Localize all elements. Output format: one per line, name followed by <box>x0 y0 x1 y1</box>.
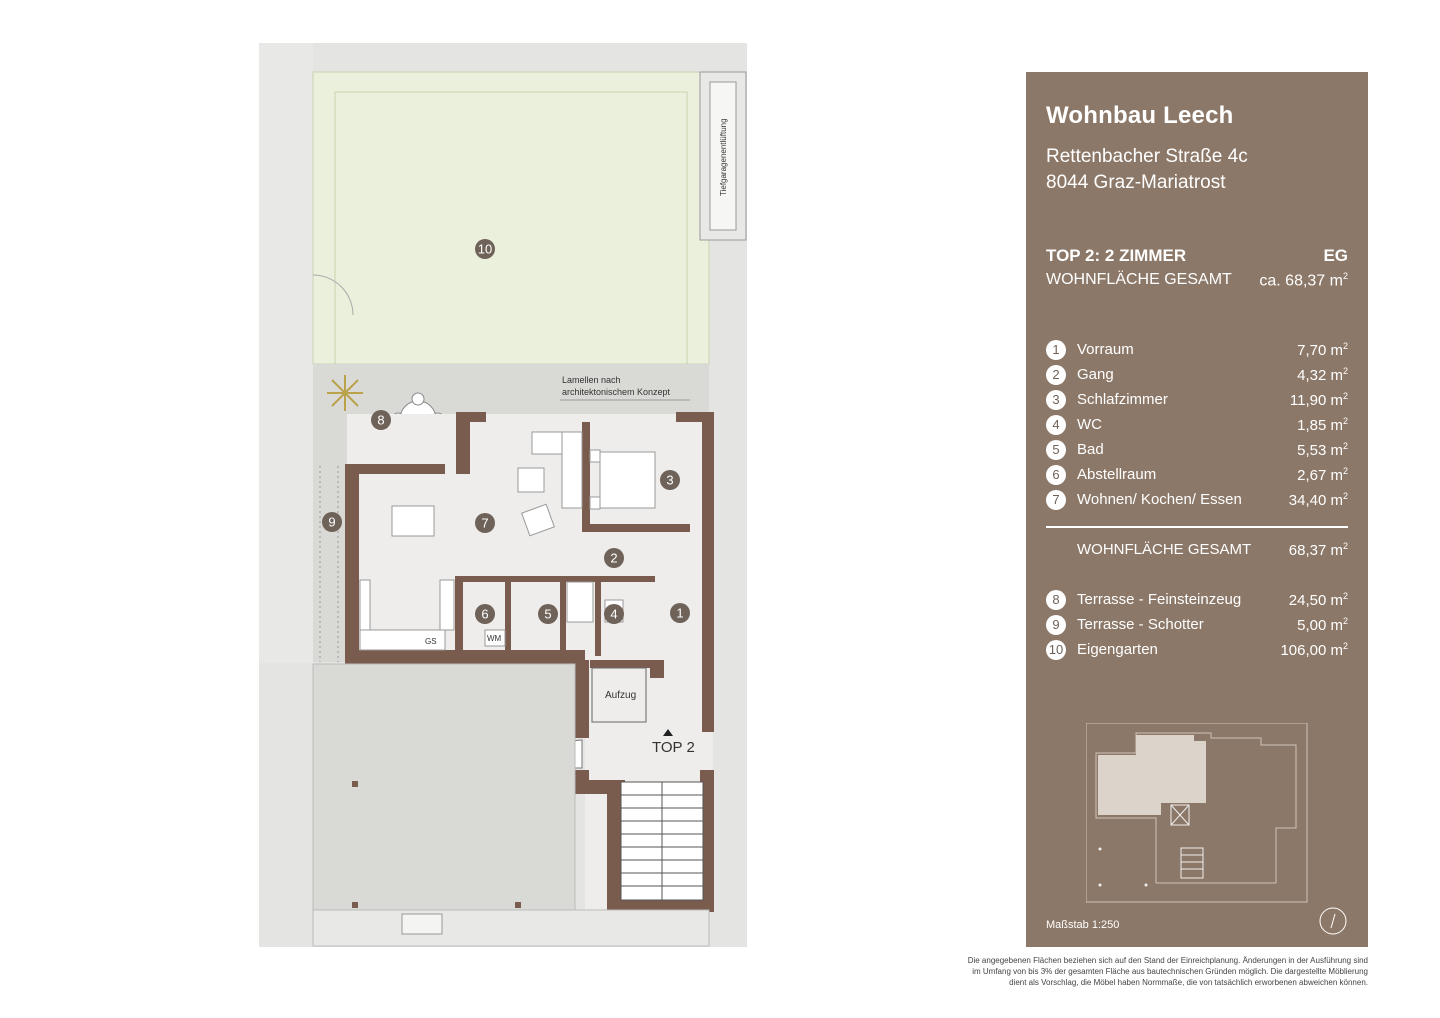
room-number-badge: 10 <box>1046 640 1066 660</box>
room-name: Wohnen/ Kochen/ Essen <box>1077 491 1242 508</box>
room-marker <box>660 470 680 490</box>
address-line-1: Rettenbacher Straße 4c <box>1046 146 1248 167</box>
room-area: 1,85 m2 <box>1297 416 1348 434</box>
room-marker <box>322 512 342 532</box>
room-marker <box>538 604 558 624</box>
room-number-badge: 3 <box>1046 390 1066 410</box>
room-area: 7,70 m2 <box>1297 341 1348 359</box>
room-marker <box>475 513 495 533</box>
apartment-interior <box>347 414 713 662</box>
room-name: Abstellraum <box>1077 466 1157 483</box>
room-marker-number: 7 <box>481 516 488 531</box>
site-key-plan <box>1086 723 1308 903</box>
living-area-label: WOHNFLÄCHE GESAMT <box>1046 271 1232 288</box>
elevator-label: Aufzug <box>605 690 636 701</box>
divider <box>1046 526 1348 528</box>
room-marker-number: 10 <box>478 242 492 257</box>
room-name: Schlafzimmer <box>1077 391 1168 408</box>
room-number-badge: 7 <box>1046 490 1066 510</box>
total-value: 68,37 m2 <box>1288 541 1348 559</box>
room-area: 4,32 m2 <box>1297 366 1348 384</box>
room-area: 34,40 m2 <box>1288 491 1348 509</box>
room-marker <box>670 603 690 623</box>
scale-label: Maßstab 1:250 <box>1046 919 1120 931</box>
unit-heading: TOP 2: 2 ZIMMER <box>1046 246 1187 265</box>
room-name: Terrasse - Feinsteinzeug <box>1077 591 1242 608</box>
north-arrow-icon <box>1319 907 1347 935</box>
rooms-row: 3 Schlafzimmer 11,90 m2 <box>1046 390 1348 412</box>
room-area: 5,00 m2 <box>1297 616 1348 634</box>
room-name: Gang <box>1077 366 1114 383</box>
room-marker-number: 8 <box>377 413 384 428</box>
outdoor-row: 8 Terrasse - Feinsteinzeug 24,50 m2 <box>1046 590 1348 612</box>
rooms-row: 2 Gang 4,32 m2 <box>1046 365 1348 387</box>
furniture <box>359 431 656 651</box>
room-marker <box>604 604 624 624</box>
room-area: 2,67 m2 <box>1297 466 1348 484</box>
staircase <box>620 781 704 901</box>
rooms-row: 4 WC 1,85 m2 <box>1046 415 1348 437</box>
room-marker-number: 2 <box>610 551 617 566</box>
address-line-2: 8044 Graz-Mariatrost <box>1046 172 1226 193</box>
room-name: Terrasse - Schotter <box>1077 616 1204 633</box>
elevator <box>591 667 647 723</box>
room-number-badge: 6 <box>1046 465 1066 485</box>
room-marker-number: 6 <box>481 607 488 622</box>
room-marker-number: 3 <box>666 473 673 488</box>
project-title: Wohnbau Leech <box>1046 102 1234 129</box>
room-name: WC <box>1077 416 1102 433</box>
lamellen-label-2: architektonischem Konzept <box>562 387 671 397</box>
room-area: 11,90 m2 <box>1289 391 1348 409</box>
room-name: Eigengarten <box>1077 641 1158 658</box>
room-number-badge: 8 <box>1046 590 1066 610</box>
walls <box>345 412 714 912</box>
footnote: Die angegebenen Flächen beziehen sich au… <box>967 956 1368 987</box>
living-area-value: ca. 68,37 m2 <box>1259 271 1348 290</box>
total-label: WOHNFLÄCHE GESAMT <box>1077 541 1252 558</box>
room-markers: 1 2 3 4 5 6 7 8 9 10 <box>322 239 690 624</box>
room-marker <box>604 548 624 568</box>
outdoor-row: 10 Eigengarten 106,00 m2 <box>1046 640 1348 662</box>
room-number-badge: 9 <box>1046 615 1066 635</box>
room-name: Bad <box>1077 441 1104 458</box>
room-marker <box>371 410 391 430</box>
garden-area <box>312 71 710 365</box>
outdoor-row: 9 Terrasse - Schotter 5,00 m2 <box>1046 615 1348 637</box>
rooms-row: 1 Vorraum 7,70 m2 <box>1046 340 1348 362</box>
room-number-badge: 4 <box>1046 415 1066 435</box>
room-marker-number: 4 <box>610 607 617 622</box>
floor-plan: Tiefgaragenentlüftung Lamellen nach arch… <box>259 43 747 947</box>
plant-icon <box>327 375 363 411</box>
room-number-badge: 1 <box>1046 340 1066 360</box>
garden-gate <box>312 274 354 316</box>
unit-label: TOP 2 <box>652 739 695 756</box>
room-area: 106,00 m2 <box>1280 641 1348 659</box>
room-marker <box>475 604 495 624</box>
room-marker-number: 9 <box>328 515 335 530</box>
lamellen-label-1: Lamellen nach <box>562 375 621 385</box>
room-area: 5,53 m2 <box>1297 441 1348 459</box>
room-name: Vorraum <box>1077 341 1134 358</box>
rooms-row: 7 Wohnen/ Kochen/ Essen 34,40 m2 <box>1046 490 1348 512</box>
wm-label: WM <box>487 634 502 643</box>
room-marker-number: 1 <box>676 606 683 621</box>
info-panel: Wohnbau Leech Rettenbacher Straße 4c 804… <box>1026 72 1368 947</box>
entrance-marker-icon <box>663 729 673 736</box>
room-number-badge: 2 <box>1046 365 1066 385</box>
room-area: 24,50 m2 <box>1288 591 1348 609</box>
gs-label: GS <box>425 637 437 646</box>
rooms-row: 6 Abstellraum 2,67 m2 <box>1046 465 1348 487</box>
floor-label: EG <box>1323 246 1348 265</box>
shaft-label: Tiefgaragenentlüftung <box>719 118 728 196</box>
room-marker-number: 5 <box>544 607 551 622</box>
room-number-badge: 5 <box>1046 440 1066 460</box>
rooms-row: 5 Bad 5,53 m2 <box>1046 440 1348 462</box>
room-marker <box>475 239 495 259</box>
